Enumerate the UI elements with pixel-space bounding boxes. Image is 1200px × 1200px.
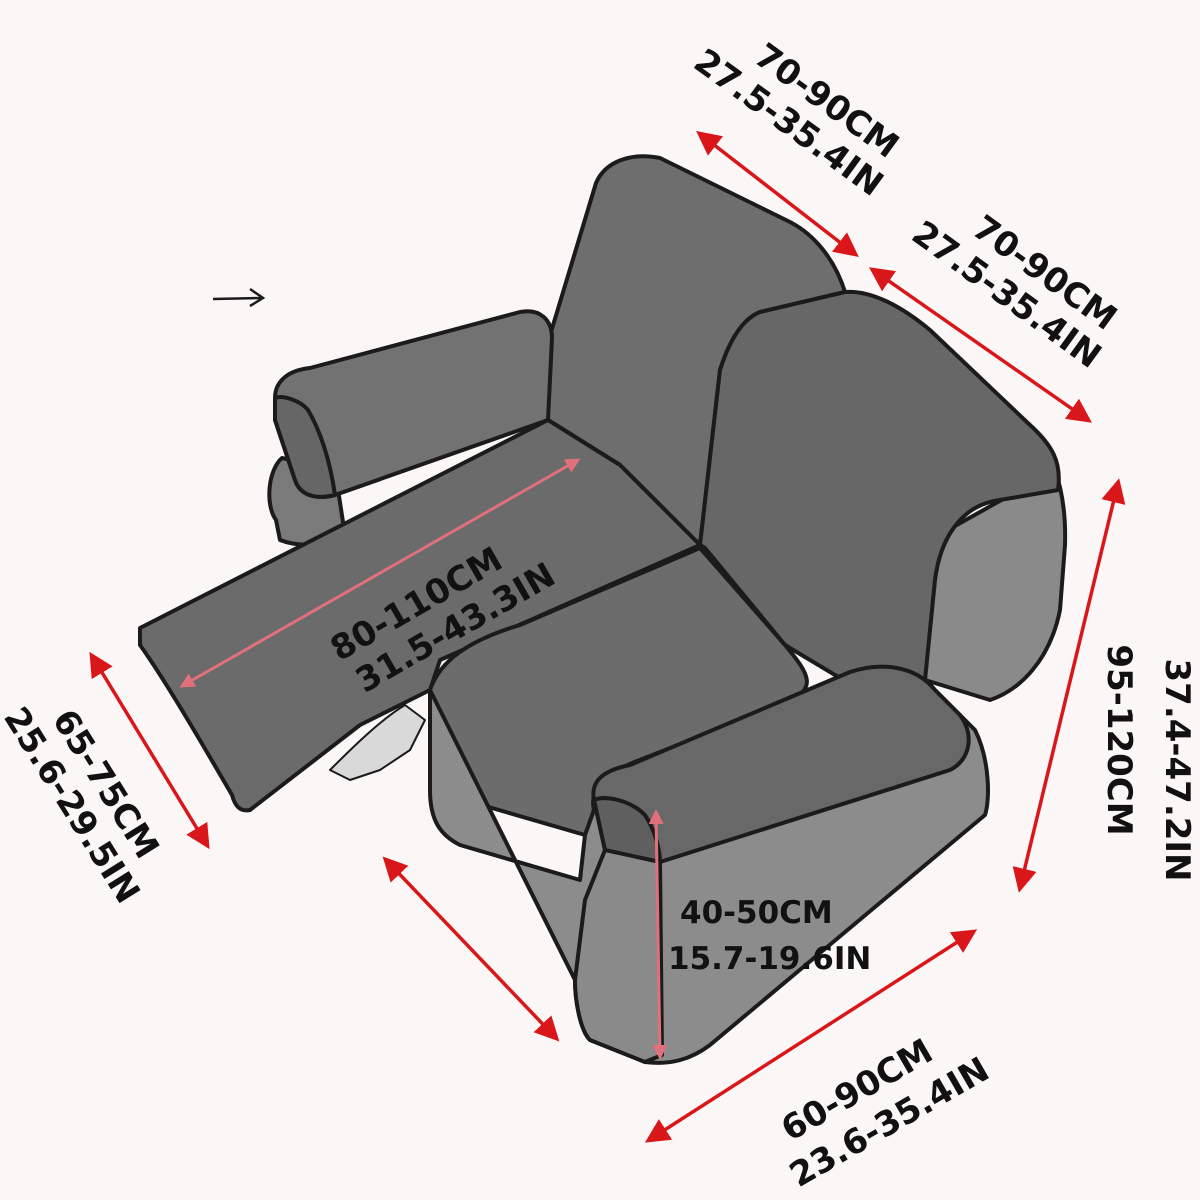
arrow-footrest-length <box>179 458 581 688</box>
arrow-backrest-right <box>868 267 1093 423</box>
armrest-height-cm: 40-50CM <box>680 895 833 931</box>
arrow-front-depth <box>382 856 560 1042</box>
dimension-arrows <box>89 131 1126 1143</box>
total-height-cm: 95-120CM <box>1099 644 1139 835</box>
arrow-total-height <box>1012 478 1126 893</box>
armrest-height-in: 15.7-19.6IN <box>668 941 871 977</box>
recliner-mechanism <box>329 704 426 781</box>
arrow-footrest-width <box>89 651 210 850</box>
arrow-armrest-height <box>648 809 668 1060</box>
label-armrest-height: 40-50CM 15.7-19.6IN <box>668 895 871 977</box>
right-arrow-icon <box>212 287 266 308</box>
total-height-in: 37.4-47.2IN <box>1157 659 1197 882</box>
label-total-height: 95-120CM 37.4-47.2IN <box>1099 644 1197 881</box>
arrow-backrest-left <box>696 131 859 257</box>
arrow-seat-width <box>644 929 978 1143</box>
